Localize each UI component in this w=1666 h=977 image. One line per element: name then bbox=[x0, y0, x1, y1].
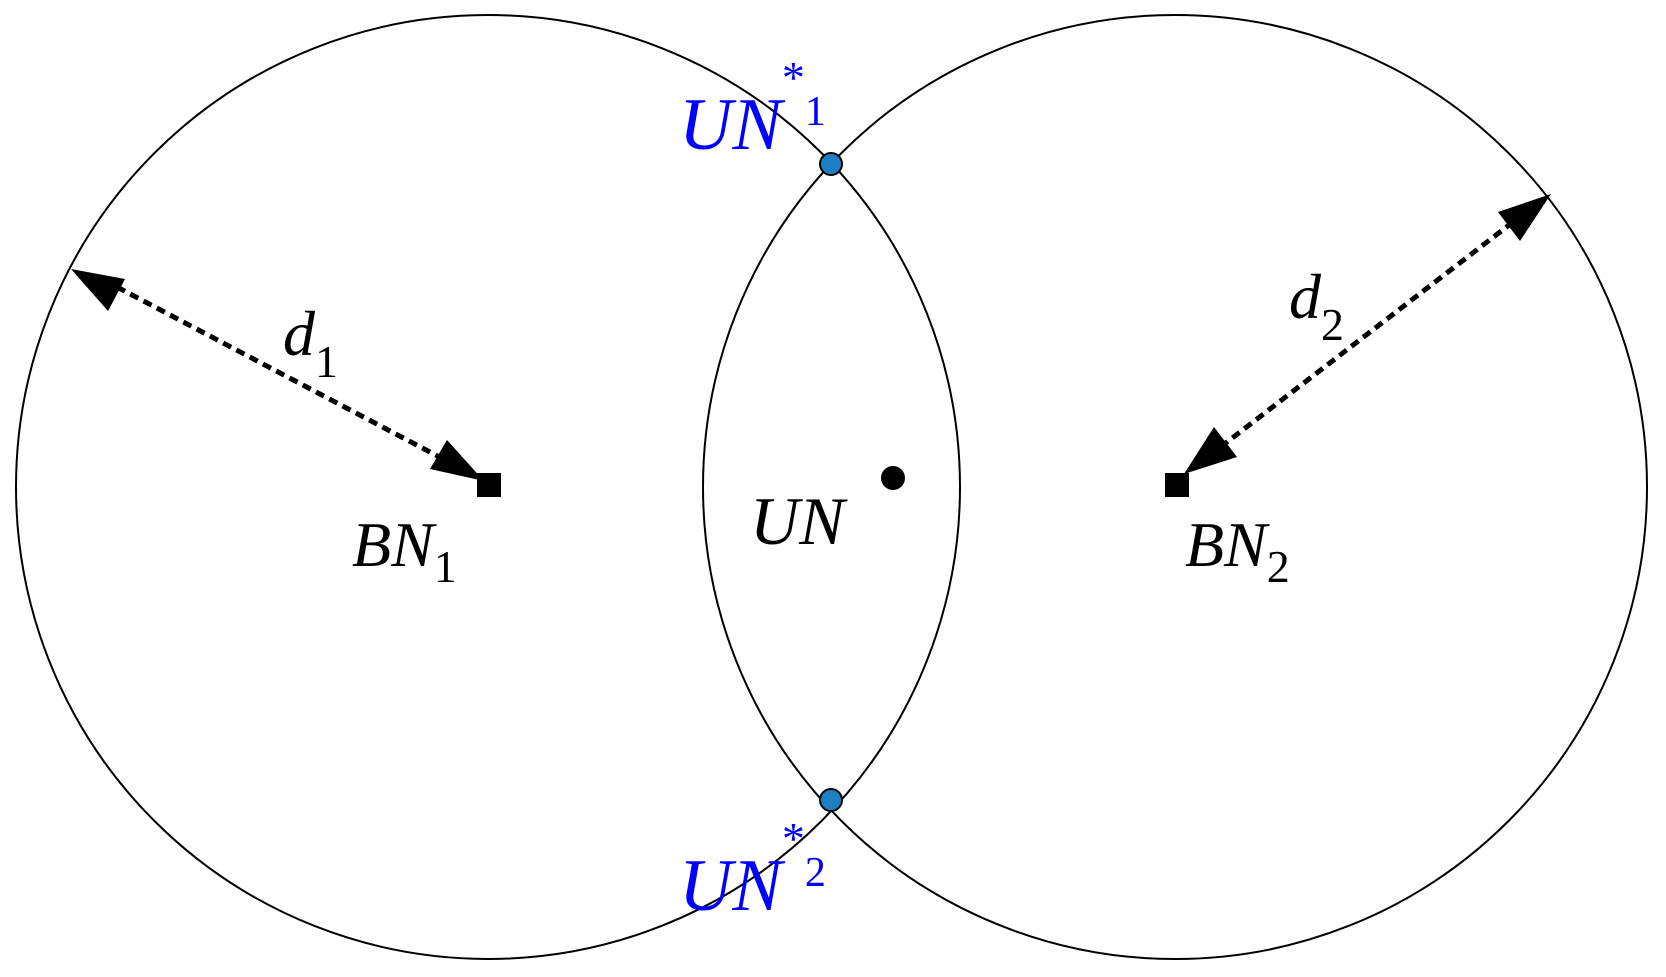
user-node-marker bbox=[881, 466, 905, 490]
intersection-label-1-main: UN bbox=[679, 84, 785, 166]
intersection-label-2-main: UN bbox=[679, 845, 785, 927]
base-node-label-2: BN2 bbox=[1185, 509, 1290, 592]
intersection-label-2-sup: * bbox=[782, 813, 805, 864]
base-node-label-1-sub: 1 bbox=[434, 541, 457, 592]
intersection-label-2-sub: 2 bbox=[805, 850, 826, 896]
distance-label-d1: d1 bbox=[283, 298, 338, 387]
distance-label-d1-sub: 1 bbox=[315, 336, 338, 387]
distance-arrow-d2 bbox=[1184, 194, 1551, 474]
distance-arrow-d1 bbox=[71, 269, 484, 481]
distance-label-d2: d2 bbox=[1289, 261, 1344, 350]
intersection-label-1-sup: * bbox=[782, 52, 805, 103]
coverage-circle-bn2 bbox=[702, 14, 1648, 960]
distance-label-d2-sub: 2 bbox=[1321, 299, 1344, 350]
base-node-marker-1 bbox=[477, 473, 501, 497]
base-node-label-2-main: BN bbox=[1185, 509, 1270, 580]
intersection-point-2 bbox=[819, 788, 843, 812]
distance-label-d1-main: d bbox=[283, 298, 316, 369]
base-node-label-1-main: BN bbox=[352, 509, 437, 580]
coverage-circle-bn1 bbox=[15, 14, 961, 960]
distance-label-d2-main: d bbox=[1289, 261, 1322, 332]
base-node-label-1: BN1 bbox=[352, 509, 457, 592]
intersection-label-2: UN*2 bbox=[679, 813, 826, 927]
base-node-label-2-sub: 2 bbox=[1267, 541, 1290, 592]
user-node-label: UN bbox=[750, 483, 848, 559]
base-node-marker-2 bbox=[1165, 473, 1189, 497]
intersection-point-1 bbox=[819, 152, 843, 176]
intersection-label-1: UN*1 bbox=[679, 52, 826, 166]
intersection-label-1-sub: 1 bbox=[805, 89, 826, 135]
